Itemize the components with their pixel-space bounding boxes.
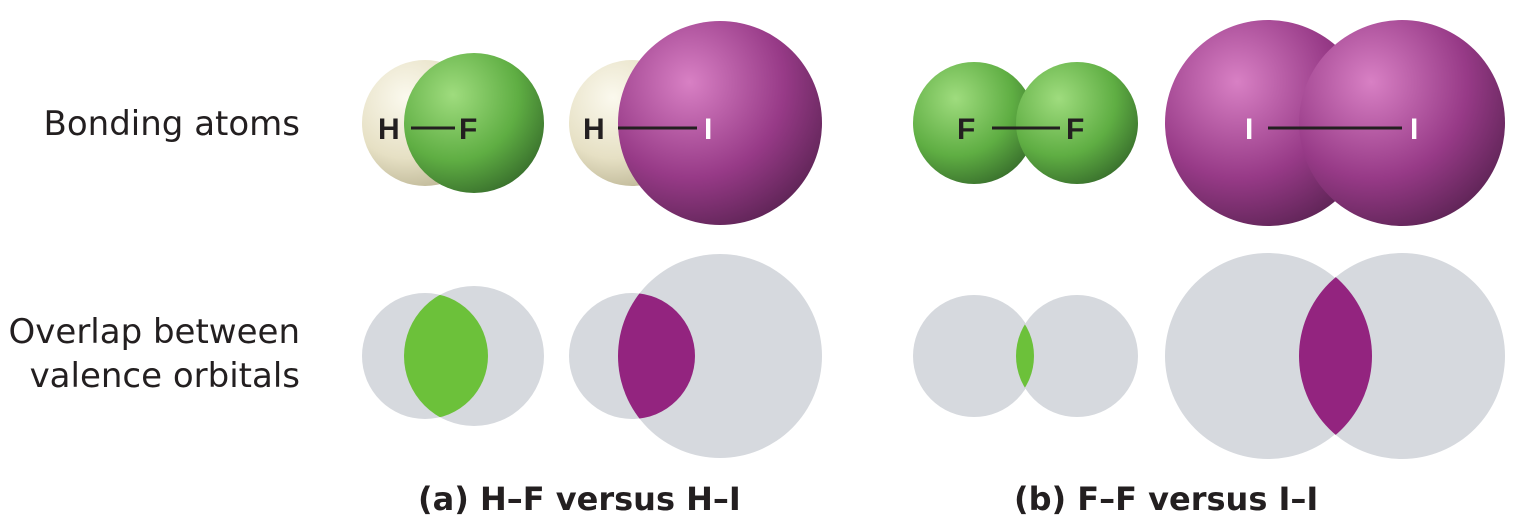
row-label-overlap-line1: Overlap between [8,312,300,352]
orbital-f [913,295,1035,417]
overlap-region [1299,253,1372,459]
atom-label-f: F [459,113,477,146]
row-label-overlap-line2: valence orbitals [29,356,300,396]
molecule-ff: F F [913,62,1138,184]
atom-label-i: I [1410,113,1418,146]
orbital-overlap-hf [362,286,544,426]
fluorine-atom [404,53,544,193]
orbital-overlap-ii [1165,253,1505,459]
atom-label-i: I [1245,113,1253,146]
molecule-hi: H I [569,21,822,225]
molecule-hf: H F [362,53,544,200]
overlap-region [404,293,488,419]
atom-label-f: F [1066,113,1084,146]
atom-label-h: H [378,113,400,146]
caption-a: (a) H–F versus H–I [418,480,741,518]
fluorine-atom [1016,62,1138,184]
row-label-overlap: Overlap between valence orbitals [9,310,300,398]
atom-label-h: H [583,113,605,146]
iodine-atom [1299,20,1505,226]
orbital-overlap-hi [569,254,822,458]
caption-b: (b) F–F versus I–I [1014,480,1319,518]
orbital-overlap-ff [913,295,1138,417]
atom-label-i: I [704,113,712,146]
orbital-f [1016,295,1138,417]
iodine-atom [618,21,822,225]
atom-label-f: F [957,113,975,146]
molecule-ii: I I [1165,20,1505,226]
fluorine-atom [913,62,1035,184]
row-label-bonding-atoms: Bonding atoms [43,104,300,144]
orbital-i [618,254,822,458]
